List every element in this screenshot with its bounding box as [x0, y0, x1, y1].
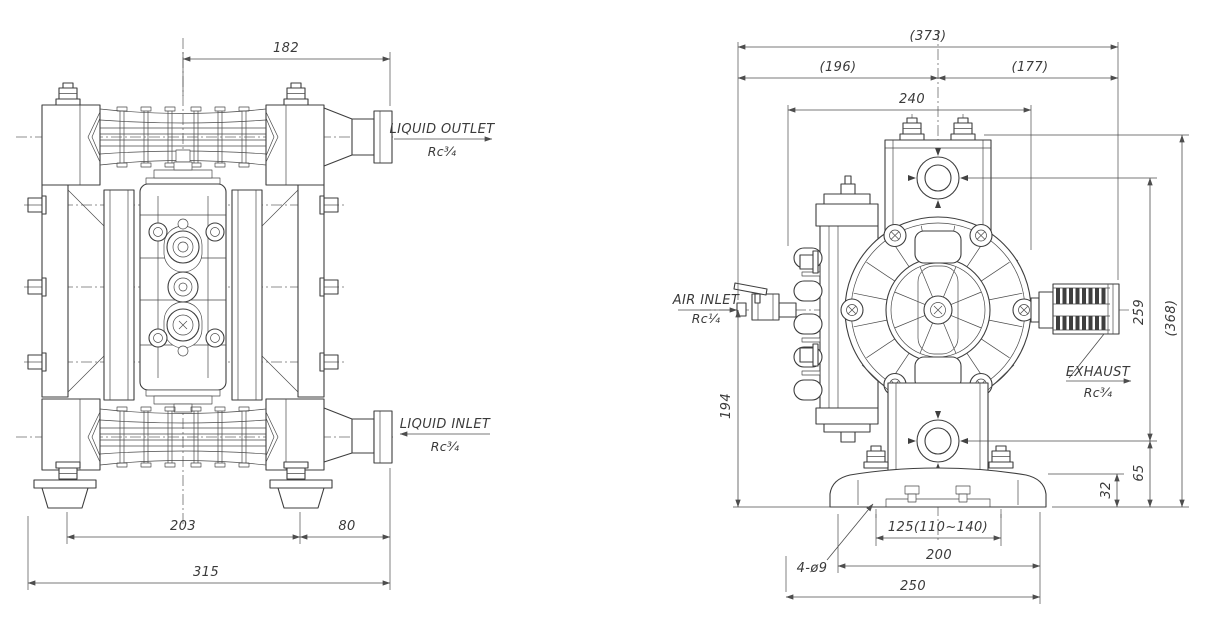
front-inlet-flange — [323, 407, 393, 464]
front-dim-foot-spacing: 203 — [170, 519, 196, 534]
side-dim-base-width: 200 — [926, 548, 952, 563]
exhaust-label: EXHAUST — [1066, 365, 1131, 380]
side-port-callouts: AIR INLET Rc¼ EXHAUST Rc¾ — [672, 293, 1132, 400]
front-port-callouts: LIQUID OUTLET Rc¾ LIQUID INLET Rc¾ — [389, 122, 495, 454]
front-view: 182 203 80 315 LIQUID OUTLET Rc¾ LIQUID … — [16, 38, 495, 590]
side-dim-overall-width: (373) — [910, 29, 947, 44]
front-feet — [33, 479, 333, 509]
front-dim-outlet-overhang: 80 — [338, 519, 355, 534]
front-outlet-flange — [323, 107, 393, 167]
liquid-inlet-thread: Rc¾ — [431, 439, 460, 454]
front-dimensions: 182 203 80 315 — [27, 41, 391, 590]
side-dim-overall-height: (368) — [1164, 300, 1179, 337]
side-view: (373) (196) (177) 240 259 (368) 194 65 3… — [672, 29, 1189, 604]
air-inlet-label: AIR INLET — [672, 293, 740, 308]
liquid-outlet-label: LIQUID OUTLET — [389, 122, 495, 137]
side-dim-slot-adjust: 125(110~140) — [888, 520, 988, 535]
side-dim-air-inlet-height: 194 — [719, 393, 734, 419]
front-dim-overall-width: 315 — [193, 565, 219, 580]
side-diaphragm-chamber — [840, 216, 1036, 404]
exhaust-thread: Rc¾ — [1084, 385, 1113, 400]
side-dim-base-overall: 250 — [900, 579, 926, 594]
front-dim-outlet-offset: 182 — [273, 41, 299, 56]
air-inlet-thread: Rc¼ — [692, 311, 721, 326]
side-dim-mounting-holes: 4-ø9 — [797, 561, 828, 576]
liquid-inlet-label: LIQUID INLET — [400, 417, 491, 432]
side-mounting-base — [829, 445, 1047, 508]
side-dimensions: (373) (196) (177) 240 259 (368) 194 65 3… — [719, 29, 1189, 604]
front-top-manifold — [41, 82, 325, 186]
side-dim-right-section: (177) — [1012, 60, 1049, 75]
side-dim-body-width: 240 — [899, 92, 925, 107]
side-dim-base-height: 32 — [1099, 481, 1114, 498]
liquid-outlet-thread: Rc¾ — [428, 144, 457, 159]
air-inlet-ball-valve — [733, 282, 797, 321]
front-bottom-manifold — [41, 398, 325, 485]
side-bottom-port-column — [861, 364, 1015, 472]
side-dim-exhaust-height: 65 — [1132, 464, 1147, 481]
muffler-ribs — [1056, 288, 1106, 330]
side-exhaust-muffler — [1030, 283, 1120, 335]
side-dim-left-section: (196) — [820, 60, 857, 75]
side-dim-port-spacing: 259 — [1132, 299, 1147, 325]
